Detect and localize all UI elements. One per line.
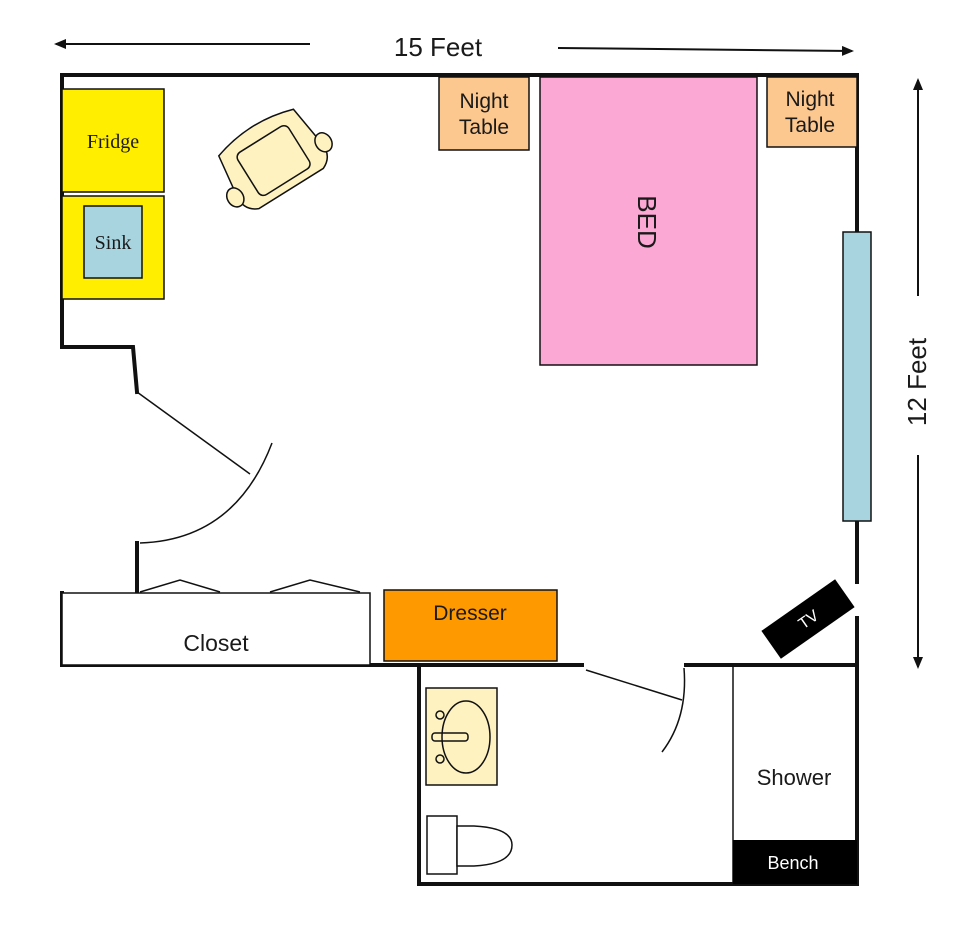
entry-door bbox=[136, 391, 273, 544]
bed-label: BED bbox=[632, 195, 662, 248]
night-table-left-box bbox=[438, 76, 530, 151]
closet-label: Closet bbox=[183, 630, 249, 656]
closet-door-right bbox=[269, 579, 361, 593]
dresser-label: Dresser bbox=[433, 602, 507, 625]
fridge-label: Fridge bbox=[87, 131, 139, 153]
dresser-box bbox=[383, 589, 558, 662]
bench-box bbox=[733, 840, 857, 884]
width-arrow-right bbox=[557, 45, 854, 56]
height-label: 12 Feet bbox=[902, 337, 932, 426]
sink-basin bbox=[83, 205, 143, 279]
bathroom-outline bbox=[417, 663, 859, 886]
night-table-right-box bbox=[766, 76, 858, 148]
armchair-icon bbox=[217, 108, 333, 210]
bathroom-door bbox=[585, 667, 686, 753]
closet-door-left bbox=[139, 579, 221, 593]
width-label: 15 Feet bbox=[394, 32, 483, 62]
window bbox=[842, 231, 872, 522]
shower-label: Shower bbox=[757, 765, 832, 790]
closet: Closet bbox=[61, 579, 371, 666]
night-table-left: Night Table bbox=[438, 76, 530, 151]
shower: Shower bbox=[757, 765, 832, 790]
width-dimension: 15 Feet bbox=[54, 32, 854, 62]
bathroom-door-swing bbox=[661, 667, 686, 753]
bathroom-door-leaf bbox=[585, 669, 683, 701]
night-table-left-line1: Night bbox=[459, 90, 508, 113]
bench: Bench bbox=[733, 840, 857, 884]
tv: TV bbox=[761, 579, 855, 659]
bed: BED bbox=[539, 76, 758, 366]
entry-door-leaf bbox=[136, 391, 251, 475]
night-table-left-line2: Table bbox=[459, 116, 509, 139]
night-table-right: Night Table bbox=[766, 76, 858, 148]
night-table-right-line1: Night bbox=[785, 88, 834, 111]
wall-entry-jog bbox=[60, 345, 140, 395]
night-table-right-line2: Table bbox=[785, 114, 835, 137]
fridge: Fridge bbox=[61, 88, 165, 193]
entry-door-swing bbox=[139, 442, 273, 544]
bed-box bbox=[539, 76, 758, 366]
toilet-icon bbox=[426, 815, 513, 875]
bath-sink-icon bbox=[425, 687, 498, 786]
dresser: Dresser bbox=[383, 589, 558, 662]
fridge-box bbox=[61, 88, 165, 193]
closet-box bbox=[61, 592, 371, 666]
sink-label: Sink bbox=[95, 232, 132, 254]
tv-box bbox=[761, 579, 855, 659]
bench-label: Bench bbox=[767, 853, 818, 873]
height-dimension: 12 Feet bbox=[902, 78, 932, 669]
kitchen-sink: Sink bbox=[61, 195, 165, 300]
